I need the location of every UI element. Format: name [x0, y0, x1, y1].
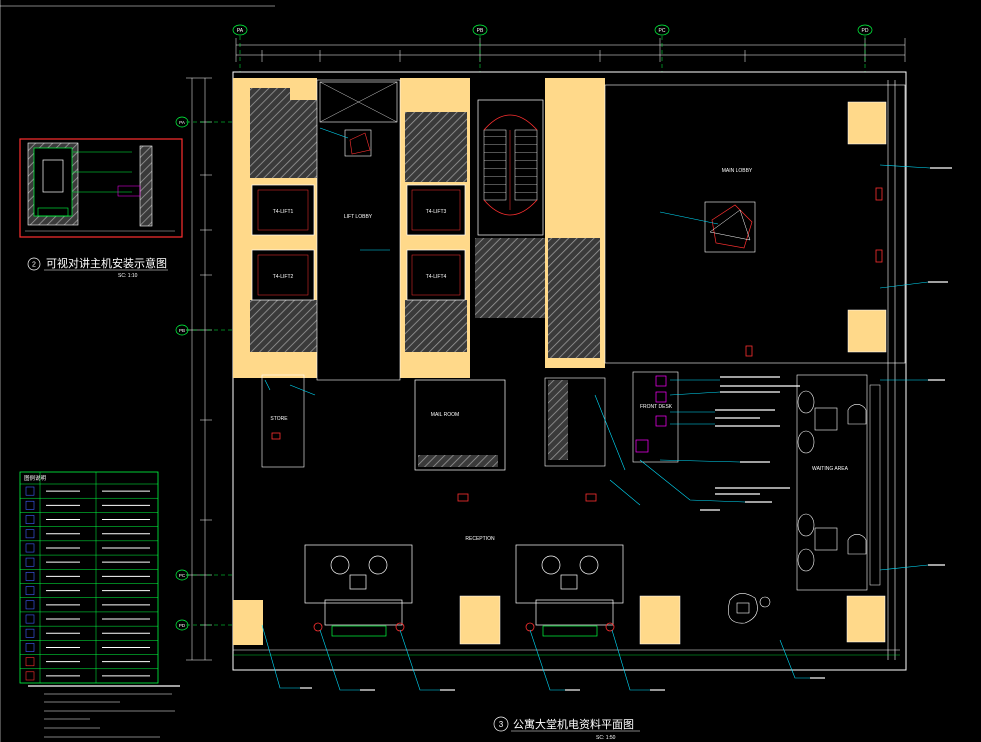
lift-t4-3: T4-LIFT3: [406, 184, 466, 236]
detail-title: 可视对讲主机安装示意图: [46, 256, 167, 270]
lift2-label: T4-LIFT2: [273, 274, 294, 280]
left-grid-axes: [186, 121, 232, 626]
legend-symbol-icon: [25, 600, 35, 610]
lift-t4-4: T4-LIFT4: [406, 249, 466, 301]
left-grid-bubbles: PA PB PC PD: [175, 116, 189, 631]
legend-symbol-icon: [25, 586, 35, 596]
legend-symbol-icon: [25, 515, 35, 524]
main-lobby-label: MAIN LOBBY: [722, 168, 753, 174]
grid-label-top-4: PD: [862, 28, 869, 34]
legend-symbol-icon: [25, 628, 35, 638]
front-desk-label: FRONT DESK: [640, 404, 673, 410]
legend-symbol-icon: [25, 486, 35, 496]
detail-number: 2: [32, 262, 36, 269]
lift-lobby-label: LIFT LOBBY: [344, 214, 373, 220]
reception-label: RECEPTION: [465, 536, 495, 542]
legend-symbol-icon: [25, 671, 35, 681]
legend-symbol-icon: [25, 643, 35, 652]
grid-label-top-2: PB: [477, 28, 484, 34]
grid-label-left-3: PC: [179, 573, 186, 578]
top-grid-bubbles: PA PB PC PD: [232, 24, 873, 36]
lift-t4-2: T4-LIFT2: [251, 249, 315, 301]
lounge-chair-icon: [797, 390, 867, 572]
legend-table: 图例说明: [19, 471, 159, 684]
stair: [477, 99, 544, 236]
detail-intercom-drawing: [19, 138, 183, 238]
grid-label-left-4: PD: [179, 623, 186, 628]
callout-text-blobs: [300, 167, 952, 691]
legend-symbol-icon: [25, 529, 35, 539]
main-plan-number: 3: [499, 720, 504, 729]
legend-symbol-icon: [25, 500, 35, 510]
grid-label-left-2: PB: [179, 328, 185, 333]
legend-symbol-icon: [25, 557, 35, 567]
lift1-label: T4-LIFT1: [273, 209, 294, 215]
legend-symbol-icon: [25, 543, 35, 553]
lift4-label: T4-LIFT4: [426, 274, 447, 280]
grid-label-top-1: PA: [237, 28, 244, 34]
main-plan-title: 公寓大堂机电资料平面图: [513, 717, 634, 731]
legend-symbol-icon: [25, 657, 35, 667]
main-plan-scale: SC: 1:50: [596, 735, 616, 741]
emergency-light-icon: [271, 187, 883, 502]
top-grid-axes: [239, 36, 866, 72]
legend-rows: [20, 483, 158, 681]
main-plan: T4-LIFT1 T4-LIFT2 T4-LIFT3 T4-LIFT4 LIFT…: [232, 71, 907, 671]
legend-symbol-icon: [25, 571, 35, 581]
waiting-area-label: WAITING AREA: [812, 466, 849, 472]
mail-room-label: MAIL ROOM: [431, 412, 459, 418]
rug-icon: [728, 593, 771, 624]
lift3-label: T4-LIFT3: [426, 209, 447, 215]
top-dimensions: [235, 38, 906, 62]
grid-label-top-3: PC: [659, 28, 666, 34]
legend-notes: [28, 685, 180, 738]
legend-symbol-icon: [25, 614, 35, 624]
table-chair-icon: [304, 544, 624, 637]
grid-label-left-1: PA: [179, 120, 185, 125]
legend-title: 图例说明: [24, 474, 47, 482]
speaker-icon: [635, 375, 667, 453]
main-title-block: 3 公寓大堂机电资料平面图 SC: 1:50: [493, 716, 640, 741]
chandelier-icon: [704, 201, 756, 253]
detail-title-block: 2 可视对讲主机安装示意图 SC: 1:10: [27, 256, 168, 279]
service-lines: [261, 127, 931, 691]
store-label: STORE: [270, 416, 288, 422]
lift-t4-1: T4-LIFT1: [251, 184, 315, 236]
left-dimensions: [186, 77, 212, 661]
detail-scale: SC: 1:10: [118, 273, 138, 279]
